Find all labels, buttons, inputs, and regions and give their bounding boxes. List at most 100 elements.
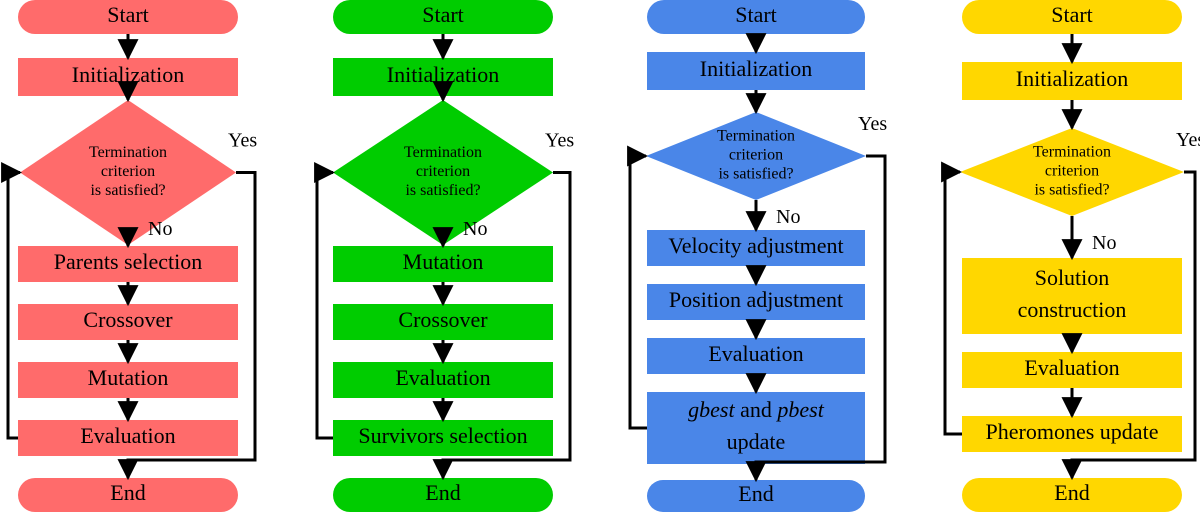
termination-decision: Termination criterion is satisfied? bbox=[646, 112, 866, 200]
decision-label: is satisfied? bbox=[718, 166, 793, 183]
yes-path-arrow bbox=[745, 154, 887, 483]
termination-decision: Termination criterion is satisfied? bbox=[20, 100, 236, 245]
start-shape bbox=[18, 0, 238, 34]
step-box bbox=[647, 338, 865, 374]
no-label: No bbox=[148, 218, 172, 240]
decision-label: Termination bbox=[1033, 144, 1111, 161]
start-node: Start bbox=[962, 0, 1182, 34]
end-shape bbox=[647, 480, 865, 512]
no-label: No bbox=[463, 218, 487, 240]
step-label: Solution bbox=[1035, 265, 1110, 290]
flowchart-es: StartInitializationTerminationcriterioni… bbox=[333, 0, 574, 512]
end-label: End bbox=[110, 480, 145, 505]
step-node: Mutation bbox=[18, 362, 238, 398]
initialization-label: Initialization bbox=[387, 62, 499, 87]
step-box bbox=[18, 420, 238, 456]
step-box bbox=[333, 304, 553, 340]
step-label: gbest and pbest bbox=[688, 397, 825, 422]
end-label: End bbox=[738, 481, 773, 506]
initialization-node: Initialization bbox=[333, 58, 553, 96]
no-label: No bbox=[776, 206, 800, 228]
step-box bbox=[647, 284, 865, 320]
step-box bbox=[333, 246, 553, 282]
step-box bbox=[18, 246, 238, 282]
loop-back-arrow bbox=[1, 162, 23, 440]
step-node: Evaluation bbox=[962, 352, 1182, 388]
decision-label: criterion bbox=[416, 163, 470, 180]
step-label: construction bbox=[1018, 297, 1127, 322]
end-shape bbox=[18, 478, 238, 512]
loop-back-arrow bbox=[314, 162, 336, 440]
step-box bbox=[18, 304, 238, 340]
step-node: Evaluation bbox=[18, 420, 238, 456]
initialization-node: Initialization bbox=[18, 58, 238, 96]
decision-label: is satisfied? bbox=[90, 182, 165, 199]
step-box bbox=[333, 362, 553, 398]
step-node: Solution construction bbox=[962, 258, 1182, 334]
flowchart-pso: StartInitializationTerminationcriterioni… bbox=[646, 0, 887, 512]
end-label: End bbox=[425, 480, 460, 505]
decision-diamond bbox=[333, 100, 553, 245]
start-label: Start bbox=[735, 2, 777, 27]
end-shape bbox=[962, 478, 1182, 512]
step-box bbox=[962, 352, 1182, 388]
step-box bbox=[962, 416, 1182, 452]
step-label: Evaluation bbox=[1024, 355, 1119, 380]
step-node: Evaluation bbox=[333, 362, 553, 398]
yes-label: Yes bbox=[1176, 129, 1200, 151]
yes-path-arrow bbox=[117, 171, 257, 481]
end-node: End bbox=[333, 478, 553, 512]
step-label: Crossover bbox=[83, 307, 173, 332]
decision-diamond bbox=[960, 128, 1184, 216]
start-node: Start bbox=[647, 0, 865, 34]
decision-label: is satisfied? bbox=[405, 182, 480, 199]
decision-label: is satisfied? bbox=[1034, 182, 1109, 199]
start-shape bbox=[333, 0, 553, 34]
step-label: Crossover bbox=[398, 307, 488, 332]
step-label: update bbox=[727, 429, 786, 454]
step-label: Mutation bbox=[88, 365, 169, 390]
yes-label: Yes bbox=[545, 130, 574, 152]
decision-diamond bbox=[20, 100, 236, 245]
initialization-box bbox=[647, 52, 865, 90]
end-shape bbox=[333, 478, 553, 512]
yes-path-arrow bbox=[1061, 170, 1197, 481]
decision-label: Termination bbox=[89, 144, 167, 161]
step-label: Evaluation bbox=[80, 423, 175, 448]
step-label: Evaluation bbox=[395, 365, 490, 390]
termination-decision: Termination criterion is satisfied? bbox=[960, 128, 1184, 216]
loop-back-arrow bbox=[941, 161, 963, 436]
initialization-node: Initialization bbox=[962, 62, 1182, 100]
yes-path-arrow bbox=[432, 171, 572, 481]
step-label: Survivors selection bbox=[358, 423, 527, 448]
end-node: End bbox=[962, 478, 1182, 512]
yes-label: Yes bbox=[228, 130, 257, 152]
step-box bbox=[962, 258, 1182, 334]
step-node: gbest and pbest update bbox=[647, 392, 865, 464]
step-label: Parents selection bbox=[54, 249, 202, 274]
step-node: Pheromones update bbox=[962, 416, 1182, 452]
start-shape bbox=[647, 0, 865, 34]
step-label: Evaluation bbox=[708, 341, 803, 366]
start-node: Start bbox=[18, 0, 238, 34]
start-label: Start bbox=[1051, 2, 1093, 27]
step-node: Crossover bbox=[333, 304, 553, 340]
step-label: Position adjustment bbox=[669, 287, 843, 312]
start-label: Start bbox=[422, 2, 464, 27]
decision-label: Termination bbox=[717, 128, 795, 145]
initialization-label: Initialization bbox=[1016, 66, 1128, 91]
decision-label: criterion bbox=[101, 163, 155, 180]
step-label: Mutation bbox=[403, 249, 484, 274]
initialization-label: Initialization bbox=[72, 62, 184, 87]
start-node: Start bbox=[333, 0, 553, 34]
step-box bbox=[647, 392, 865, 464]
decision-label: criterion bbox=[729, 147, 783, 164]
initialization-box bbox=[962, 62, 1182, 100]
step-node: Parents selection bbox=[18, 246, 238, 282]
start-shape bbox=[962, 0, 1182, 34]
loop-back-arrow bbox=[627, 145, 649, 430]
decision-label: criterion bbox=[1045, 163, 1099, 180]
